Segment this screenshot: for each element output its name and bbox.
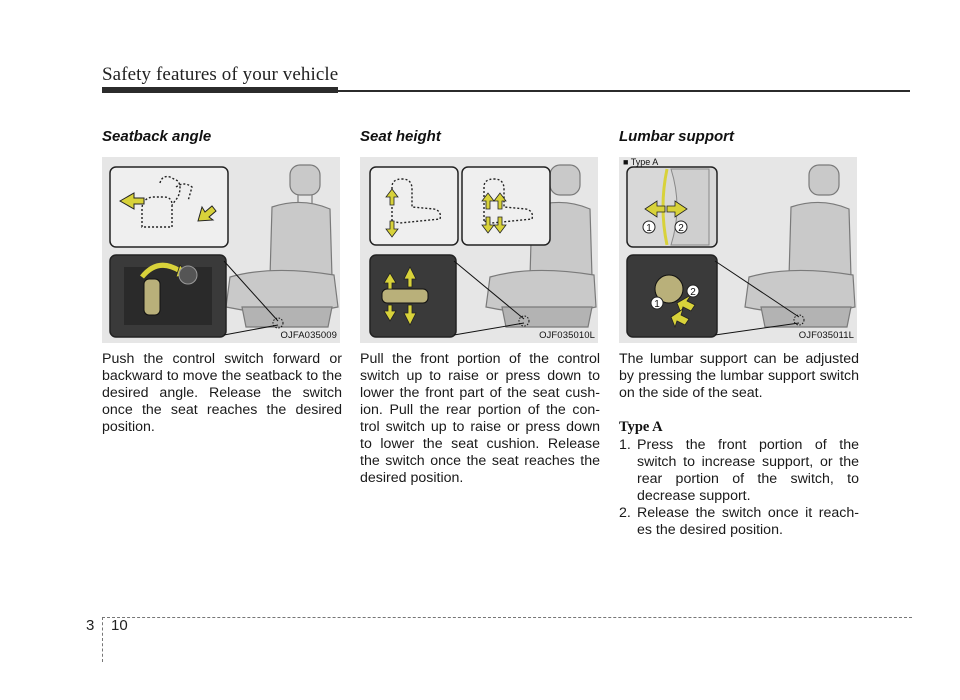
page-header-title: Safety features of your vehicle: [102, 64, 339, 85]
arrow-up-icon: [385, 188, 399, 206]
figure-code: OJFA035009: [280, 330, 337, 341]
callout-2-label: 2: [678, 223, 684, 234]
step-text: Release the switch once it reach-es the …: [637, 505, 859, 538]
lumbar-switch: [654, 274, 684, 304]
seat-drawing: [225, 164, 339, 328]
inset-seat-outline: [141, 175, 193, 228]
heading-seatback-angle: Seatback angle: [102, 128, 212, 145]
list-item-step-1: 1. Press the front portion of the switch…: [619, 437, 859, 505]
inset-rear-height-box: [461, 166, 551, 246]
step-text: Press the front portion of the switch to…: [637, 437, 859, 504]
inset-seat-motion-box: [109, 166, 229, 248]
switch-callout-1-label: 1: [654, 299, 660, 310]
height-switch: [381, 288, 429, 304]
arrow-left-icon: [644, 200, 666, 218]
header-rule-thin: [338, 90, 910, 92]
seat-height-illustration: [369, 164, 597, 338]
callout-1-label: 1: [646, 223, 652, 234]
seatback-illustration: [109, 164, 339, 338]
body-seat-height: Pull the front portion of the control sw…: [360, 351, 600, 486]
step-number: 1.: [619, 437, 631, 453]
figure-lumbar-support: 1 2 1 2 ■ Type A OJF035011L: [619, 157, 857, 343]
footer-divider: [102, 617, 103, 662]
header-rule-thick: [102, 87, 338, 93]
arrow-right-icon: [666, 200, 688, 218]
arrow-left-icon: [118, 192, 145, 210]
arrow-right-down-icon: [197, 205, 217, 222]
chapter-number: 3: [86, 617, 95, 634]
switch-callout-2-label: 2: [690, 287, 696, 298]
list-item-step-2: 2. Release the switch once it reach-es t…: [619, 505, 859, 539]
curved-arrow-icon: [140, 262, 182, 279]
heading-seat-height: Seat height: [360, 128, 441, 145]
seat-drawing: [744, 164, 856, 328]
subhead-type-a: Type A: [619, 419, 663, 435]
seat-drawing: [485, 164, 597, 328]
figure-type-label: ■ Type A: [623, 157, 659, 167]
step-number: 2.: [619, 505, 631, 521]
lumbar-illustration: 1 2 1 2: [626, 164, 856, 338]
footer-rule: [102, 617, 912, 618]
body-lumbar-support: The lumbar support can be adjusted by pr…: [619, 351, 859, 401]
seatback-switch: [143, 278, 161, 316]
inset-front-height-box: [369, 166, 459, 246]
figure-code: OJF035011L: [798, 330, 854, 341]
body-seatback-angle: Push the control switch forward or backw…: [102, 351, 342, 435]
figure-seatback-angle: OJFA035009: [102, 157, 340, 343]
callout-1: [642, 220, 656, 234]
page-number: 10: [111, 617, 128, 634]
figure-code: OJF035010L: [539, 330, 595, 341]
heading-lumbar-support: Lumbar support: [619, 128, 734, 145]
callout-2: [674, 220, 688, 234]
arrow-down-icon: [385, 220, 399, 238]
figure-seat-height: OJF035010L: [360, 157, 598, 343]
